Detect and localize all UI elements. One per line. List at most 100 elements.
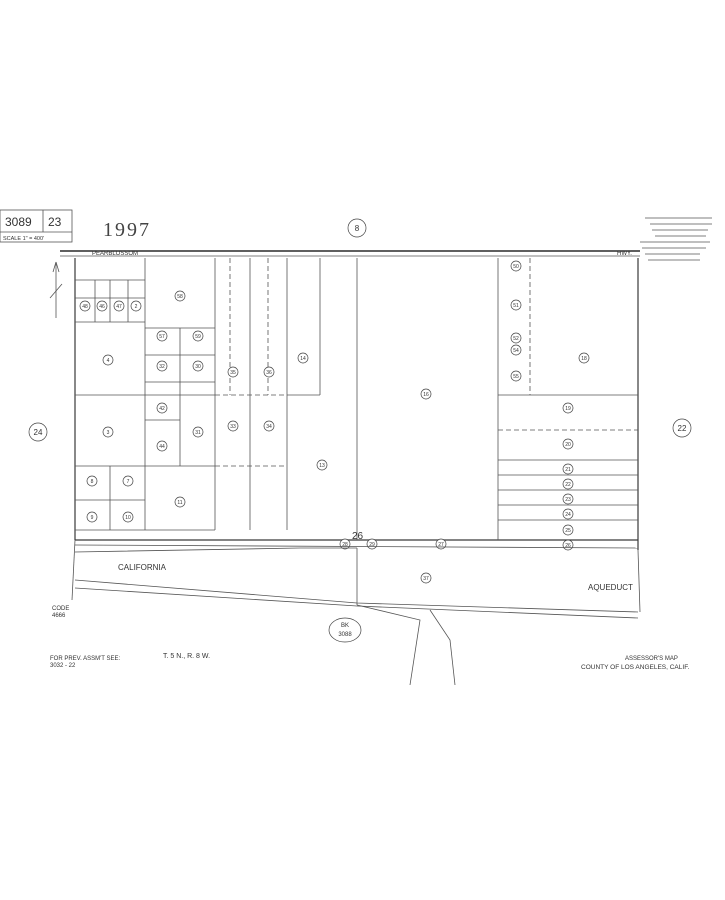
- parcel-circle: [263, 366, 275, 378]
- parcel-number: 25: [565, 528, 571, 534]
- parcel-48: 48: [79, 300, 91, 312]
- parcel-51: 51: [510, 299, 522, 311]
- parcel-24: 24: [562, 508, 574, 520]
- parcel-number: 24: [565, 512, 571, 518]
- parcel-number: 14: [300, 356, 306, 362]
- parcel-14: 14: [297, 352, 309, 364]
- parcel-number: 58: [177, 294, 183, 300]
- parcel-42: 42: [156, 402, 168, 414]
- parcel-circle: [562, 524, 574, 536]
- parcel-circle: [562, 508, 574, 520]
- parcel-lines: [75, 258, 638, 540]
- parcel-number: 59: [195, 334, 201, 340]
- code-value: 4666: [52, 613, 66, 619]
- parcel-circle: [102, 354, 114, 366]
- svg-text:24: 24: [34, 428, 43, 437]
- section-number-left: 24: [28, 422, 48, 442]
- parcel-number: 52: [513, 336, 519, 342]
- header-box: 3089 23 SCALE 1" = 400': [0, 209, 73, 243]
- parcel-52: 52: [510, 332, 522, 344]
- parcel-circle: [122, 475, 134, 487]
- parcel-number: 54: [513, 348, 519, 354]
- parcel-30: 30: [192, 360, 204, 372]
- parcel-number: 27: [438, 542, 444, 548]
- parcel-circle: [79, 300, 91, 312]
- parcel-circle: [510, 344, 522, 356]
- parcel-number: 33: [230, 424, 236, 430]
- north-arrow-icon: [49, 261, 63, 318]
- parcel-circle: [578, 352, 590, 364]
- page-number: 23: [48, 215, 62, 229]
- parcel-number: 42: [159, 406, 165, 412]
- parcel-46: 46: [96, 300, 108, 312]
- parcel-59: 59: [192, 330, 204, 342]
- parcel-circle: [156, 440, 168, 452]
- assessor-title: ASSESSOR'S MAP: [625, 656, 678, 662]
- svg-text:3088: 3088: [338, 632, 352, 638]
- parcel-circle: [562, 402, 574, 414]
- parcel-2: 2: [130, 300, 142, 312]
- parcel-10: 10: [122, 511, 134, 523]
- township-range: T. 5 N., R. 8 W.: [163, 653, 210, 660]
- parcel-36: 36: [263, 366, 275, 378]
- svg-text:8: 8: [355, 224, 360, 233]
- parcel-19: 19: [562, 402, 574, 414]
- parcel-9: 9: [86, 511, 98, 523]
- parcel-20: 20: [562, 438, 574, 450]
- parcel-33: 33: [227, 420, 239, 432]
- parcel-circle: [420, 388, 432, 400]
- parcel-circle: [562, 438, 574, 450]
- assessor-county: COUNTY OF LOS ANGELES, CALIF.: [581, 664, 689, 671]
- parcel-number: 9: [91, 515, 94, 521]
- parcel-57: 57: [156, 330, 168, 342]
- parcel-44: 44: [156, 440, 168, 452]
- book-number: 3089: [5, 215, 32, 229]
- parcel-54: 54: [510, 344, 522, 356]
- parcel-number: 34: [266, 424, 272, 430]
- adjacent-book-marker: BK 3088: [328, 617, 362, 643]
- parcel-58: 58: [174, 290, 186, 302]
- parcel-21: 21: [562, 463, 574, 475]
- parcel-number: 23: [565, 497, 571, 503]
- parcel-number: 48: [82, 304, 88, 310]
- parcel-circle: [192, 330, 204, 342]
- parcel-16: 16: [420, 388, 432, 400]
- aqueduct-label-left: CALIFORNIA: [118, 563, 167, 572]
- parcel-number: 11: [177, 500, 182, 506]
- aqueduct-label-right: AQUEDUCT: [588, 583, 633, 592]
- parcel-35: 35: [227, 366, 239, 378]
- parcel-number: 10: [125, 515, 131, 521]
- parcel-55: 55: [510, 370, 522, 382]
- parcel-number: 46: [99, 304, 105, 310]
- parcel-circle: [192, 360, 204, 372]
- parcel-number: 13: [319, 463, 325, 469]
- parcel-number: 20: [565, 442, 571, 448]
- parcel-circle: [510, 299, 522, 311]
- parcel-50: 50: [510, 260, 522, 272]
- parcel-37: 37: [420, 572, 432, 584]
- california-aqueduct: CALIFORNIA AQUEDUCT: [71, 539, 641, 686]
- parcel-number: 22: [565, 482, 571, 488]
- parcel-28: 28: [339, 538, 351, 550]
- parcel-circle: [562, 463, 574, 475]
- parcel-7: 7: [122, 475, 134, 487]
- parcel-number: 3: [107, 430, 110, 436]
- parcel-number: 26: [565, 543, 571, 549]
- parcel-circle: [96, 300, 108, 312]
- parcel-number: 4: [107, 358, 110, 364]
- parcel-number: 21: [565, 467, 571, 473]
- parcel-18: 18: [578, 352, 590, 364]
- parcel-47: 47: [113, 300, 125, 312]
- parcel-23: 23: [562, 493, 574, 505]
- section-outline: [74, 258, 639, 550]
- parcel-circle: [86, 475, 98, 487]
- section-number-bottom: 26: [352, 531, 364, 542]
- prev-assessment-ref: 3032 - 22: [50, 663, 76, 669]
- parcel-circle: [510, 332, 522, 344]
- parcel-circle: [130, 300, 142, 312]
- pearblossom-highway: PEARBLOSSOM HWY.: [60, 250, 640, 257]
- revision-notes: [640, 217, 712, 261]
- section-number-right: 22: [672, 418, 692, 438]
